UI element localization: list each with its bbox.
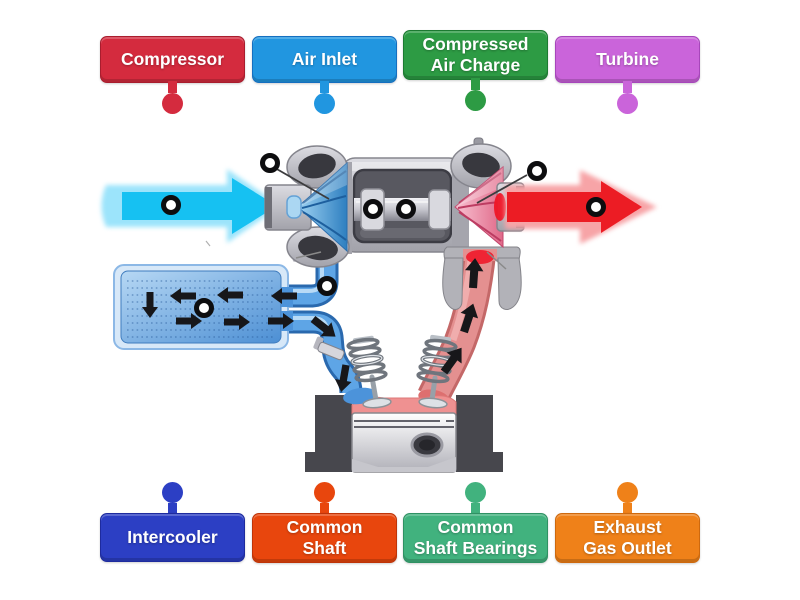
marker-common-shaft-bearings[interactable]	[363, 199, 383, 219]
pin-dot	[617, 482, 638, 503]
label-text: Intercooler	[100, 513, 245, 562]
marker-compressor[interactable]	[260, 153, 280, 173]
label-compressor[interactable]: Compressor	[100, 36, 245, 114]
marker-air-inlet[interactable]	[161, 195, 181, 215]
pin-stem	[320, 503, 329, 515]
turbine-housing	[442, 137, 525, 310]
label-compressed-air-charge[interactable]: Compressed Air Charge	[403, 30, 548, 111]
pin-dot	[162, 482, 183, 503]
pin-dot	[162, 93, 183, 114]
pin-stem	[623, 81, 632, 93]
intake-valve	[343, 335, 392, 409]
shaft-bearing-right	[428, 189, 451, 230]
label-text: Compressor	[100, 36, 245, 83]
pin-stem	[471, 78, 480, 90]
label-exhaust-gas-outlet[interactable]: Exhaust Gas Outlet	[555, 482, 700, 563]
marker-common-shaft[interactable]	[396, 199, 416, 219]
valve-spring	[346, 337, 388, 383]
compressor-wheel	[286, 161, 348, 253]
pin-stem	[168, 503, 177, 515]
cylinder-wall-right	[456, 395, 493, 472]
label-turbine[interactable]: Turbine	[555, 36, 700, 114]
pin-stem	[168, 81, 177, 93]
label-air-inlet[interactable]: Air Inlet	[252, 36, 397, 114]
pin-stem	[320, 81, 329, 93]
exhaust-inlet-glow	[466, 250, 494, 264]
label-text: Common Shaft	[252, 513, 397, 563]
label-text: Turbine	[555, 36, 700, 83]
pin-stem	[471, 503, 480, 515]
exhaust-gas-arrow	[505, 170, 657, 244]
hose-clamp	[313, 336, 345, 361]
label-common-shaft[interactable]: Common Shaft	[252, 482, 397, 563]
marker-turbine[interactable]	[527, 161, 547, 181]
label-text: Exhaust Gas Outlet	[555, 513, 700, 563]
pin-dot	[465, 482, 486, 503]
label-text: Compressed Air Charge	[403, 30, 548, 80]
label-text: Common Shaft Bearings	[403, 513, 548, 563]
air-inlet-arrow	[101, 169, 281, 243]
pin-dot	[314, 93, 335, 114]
label-text: Air Inlet	[252, 36, 397, 83]
turbine-wheel	[454, 165, 504, 249]
marker-exhaust-gas-outlet[interactable]	[586, 197, 606, 217]
cylinder-wall-left	[315, 395, 352, 472]
marker-intercooler[interactable]	[194, 298, 214, 318]
pin-dot	[617, 93, 638, 114]
label-intercooler[interactable]: Intercooler	[100, 482, 245, 562]
marker-compressed-air-charge[interactable]	[317, 276, 337, 296]
label-common-shaft-bearings[interactable]: Common Shaft Bearings	[403, 482, 548, 563]
pin-stem	[623, 503, 632, 515]
pin-dot	[314, 482, 335, 503]
engine-cylinder	[305, 395, 503, 473]
leader-lines	[205, 167, 528, 270]
pin-dot	[465, 90, 486, 111]
